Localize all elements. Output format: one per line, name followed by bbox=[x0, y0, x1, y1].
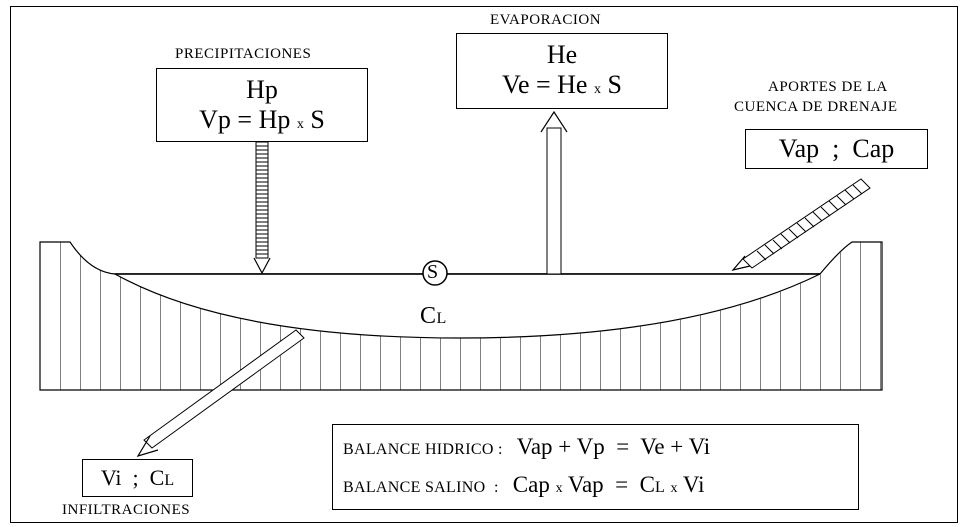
label-aportes-line2: CUENCA DE DRENAJE bbox=[734, 99, 898, 115]
evaporation-box: He Ve = He x S bbox=[456, 33, 668, 109]
balance-hidrico-eq: Vap + Vp = Ve + Vi bbox=[516, 434, 711, 459]
label-aportes-line1: APORTES DE LA bbox=[768, 79, 888, 95]
infil-values: Vi ; CL bbox=[100, 465, 175, 490]
label-infiltraciones: INFILTRACIONES bbox=[62, 502, 191, 518]
evaporation-arrow bbox=[540, 110, 568, 275]
balance-salino-row: BALANCE SALINO : Cap x Vap = CL x Vi bbox=[343, 472, 704, 498]
balance-hidrico-row: BALANCE HIDRICO : Vap + Vp = Ve + Vi bbox=[343, 434, 710, 460]
evap-formula: Ve = He x S bbox=[502, 70, 622, 99]
precip-formula: Vp = Hp x S bbox=[199, 105, 325, 134]
balance-hidrico-label: BALANCE HIDRICO : bbox=[343, 441, 503, 458]
label-precipitaciones: PRECIPITACIONES bbox=[175, 46, 312, 62]
precipitation-box: Hp Vp = Hp x S bbox=[156, 68, 368, 142]
balance-salino-eq: Cap x Vap = CL x Vi bbox=[512, 472, 705, 497]
infiltration-box: Vi ; CL bbox=[82, 459, 193, 497]
surface-symbol: S bbox=[427, 261, 439, 283]
lake-concentration: CL bbox=[420, 303, 447, 329]
balance-box: BALANCE HIDRICO : Vap + Vp = Ve + Vi BAL… bbox=[332, 424, 859, 510]
precipitation-arrow bbox=[253, 141, 271, 275]
evap-title: He bbox=[546, 40, 578, 69]
diagram-frame bbox=[10, 6, 958, 523]
infiltration-arrow bbox=[136, 329, 305, 458]
aportes-arrow bbox=[731, 178, 871, 272]
aportes-box: Vap ; Cap bbox=[745, 129, 928, 169]
lake-water bbox=[112, 273, 821, 339]
surface-symbol-circle bbox=[422, 260, 448, 286]
precip-title: Hp bbox=[246, 75, 278, 104]
aportes-values: Vap ; Cap bbox=[778, 134, 895, 163]
label-evaporacion: EVAPORACION bbox=[490, 12, 602, 28]
balance-salino-label: BALANCE SALINO : bbox=[343, 479, 499, 496]
